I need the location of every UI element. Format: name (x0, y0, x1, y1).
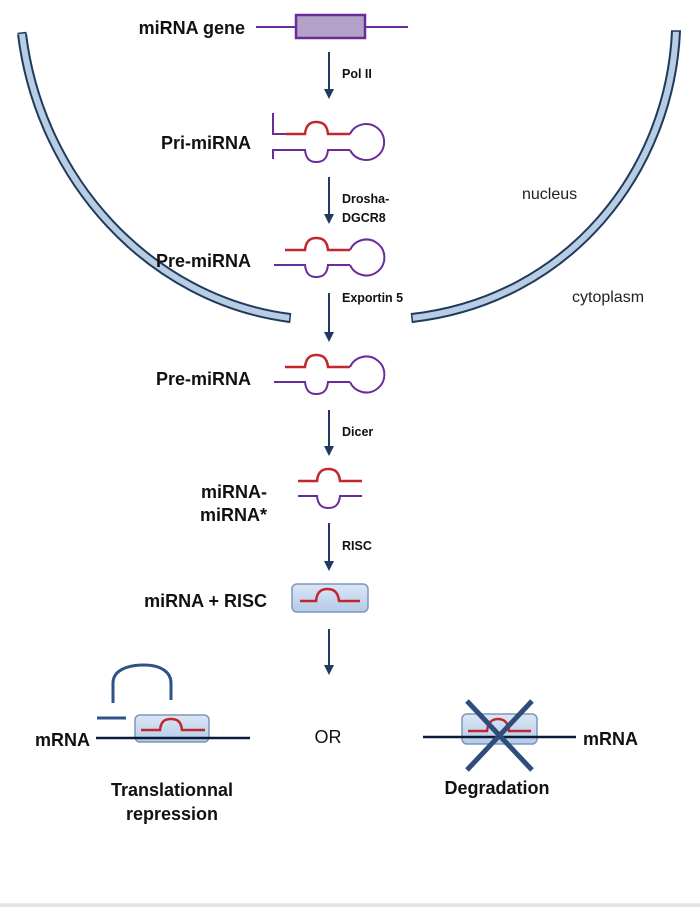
stage-label-pre-mirna-cytoplasm: Pre-miRNA (156, 369, 251, 389)
pri-mirna-hairpin-icon (272, 113, 386, 164)
mirna-duplex-icon (298, 467, 362, 510)
stage-label-pre-mirna-nucleus: Pre-miRNA (156, 251, 251, 271)
or-label: OR (315, 727, 342, 747)
step-label-drosha: Drosha- (342, 192, 389, 206)
mrna-label-left: mRNA (35, 730, 90, 750)
stage-label-mirna-risc: miRNA + RISC (144, 591, 267, 611)
nucleus-label: nucleus (522, 186, 577, 203)
pre-mirna-hairpin-icon-nucleus (274, 236, 386, 279)
bottom-divider (0, 903, 700, 907)
pre-mirna-hairpin-icon-cytoplasm (274, 353, 386, 396)
degradation-icon (423, 699, 576, 772)
outcome-label-translational: Translationnal (111, 780, 233, 800)
stage-label-mirna-gene: miRNA gene (139, 18, 245, 38)
stage-label-mirna-duplex-line2: miRNA* (200, 505, 267, 525)
nuclear-membrane-right (410, 30, 681, 324)
stage-label-mirna-duplex-line1: miRNA- (201, 482, 267, 502)
step-label-pol-ii: Pol II (342, 67, 372, 81)
step-label-risc: RISC (342, 539, 372, 553)
mrna-label-right: mRNA (583, 729, 638, 749)
step-label-exportin-5: Exportin 5 (342, 291, 403, 305)
stage-label-pri-mirna: Pri-miRNA (161, 133, 251, 153)
risc-complex-icon (291, 583, 369, 613)
translational-repression-icon (96, 663, 250, 743)
mirna-gene-icon (256, 13, 408, 40)
outcome-label-repression: repression (126, 804, 218, 824)
step-label-dicer: Dicer (342, 425, 373, 439)
step-label-dgcr8: DGCR8 (342, 211, 386, 225)
outcome-label-degradation: Degradation (444, 778, 549, 798)
nuclear-membrane-left (17, 31, 292, 324)
cytoplasm-label: cytoplasm (572, 289, 644, 306)
